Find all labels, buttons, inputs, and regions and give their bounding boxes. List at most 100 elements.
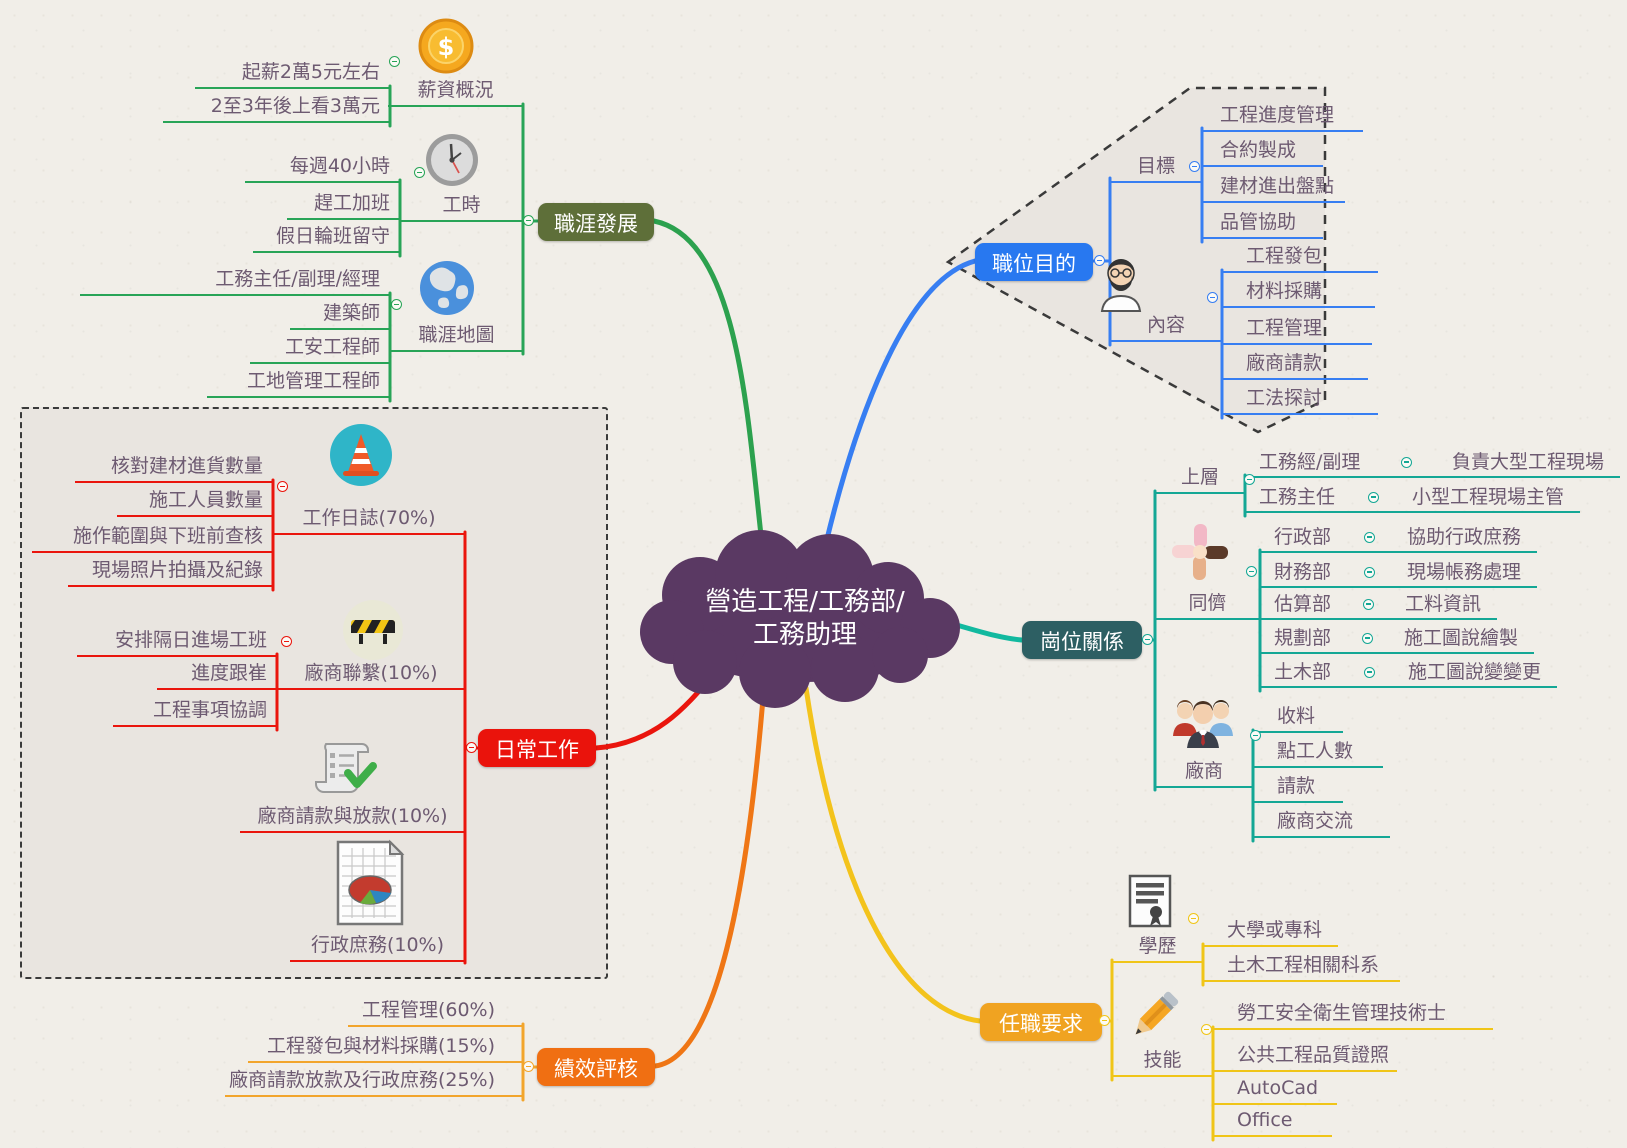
clock-icon (424, 132, 480, 192)
topic-vendor-billing[interactable]: 廠商請款與放款(10%) (240, 803, 465, 833)
collapse-icon[interactable] (1400, 456, 1412, 468)
collapse-icon[interactable] (1250, 730, 1261, 741)
mindmap-node[interactable]: 收料 (1253, 703, 1343, 733)
collapse-icon[interactable] (1363, 566, 1375, 578)
mindmap-node[interactable]: 勞工安全衛生管理技術士 (1213, 1000, 1493, 1030)
mindmap-node[interactable]: 大學或專科 (1203, 917, 1338, 947)
mindmap-node[interactable]: 材料採購 (1222, 278, 1375, 308)
dept-label: 財務部 (1274, 560, 1332, 583)
mindmap-node[interactable]: 工程發包 (1222, 243, 1378, 273)
desc-label: 工料資訊 (1404, 592, 1481, 615)
mindmap-node[interactable]: 假日輪班留守 (253, 223, 400, 253)
mindmap-node[interactable]: 土木工程相關科系 (1203, 952, 1400, 982)
mindmap-node[interactable]: 請款 (1253, 773, 1343, 803)
collapse-icon[interactable] (281, 636, 292, 647)
mindmap-node[interactable]: 工務主任/副理/經理 (80, 266, 390, 296)
mindmap-node[interactable]: 工程發包與材料採購(15%) (248, 1033, 523, 1063)
mindmap-node-pair[interactable]: 土木部 施工圖說變變更 (1260, 658, 1557, 688)
collapse-icon[interactable] (523, 215, 534, 226)
mindmap-node[interactable]: 合約製成 (1202, 137, 1323, 167)
collapse-icon[interactable] (523, 1061, 534, 1072)
collapse-icon[interactable] (466, 742, 477, 753)
mindmap-node[interactable]: 進度跟崔 (157, 660, 277, 690)
branch-label-requirements[interactable]: 任職要求 (980, 1003, 1102, 1041)
topic-vendors[interactable]: 廠商 (1155, 758, 1253, 788)
mindmap-node[interactable]: 工法探討 (1222, 385, 1378, 415)
mindmap-node[interactable]: 建材進出盤點 (1202, 173, 1345, 203)
topic-upper[interactable]: 上層 (1155, 464, 1245, 494)
mindmap-node[interactable]: 廠商請款 (1222, 350, 1368, 380)
mindmap-node[interactable]: 工安工程師 (250, 334, 390, 364)
daily-work-boundary (20, 407, 608, 979)
mindmap-node[interactable]: 品管協助 (1202, 209, 1323, 239)
mindmap-node[interactable]: 工程管理 (1222, 315, 1372, 345)
collapse-icon[interactable] (1142, 634, 1153, 645)
topic-peers[interactable]: 同儕 (1155, 590, 1260, 620)
collapse-icon[interactable] (1364, 666, 1375, 678)
mindmap-node[interactable]: 施作範圍與下班前查核 (32, 523, 273, 553)
mindmap-node[interactable]: 起薪2萬5元左右 (195, 59, 390, 89)
collapse-icon[interactable] (1244, 474, 1255, 485)
collapse-icon[interactable] (1188, 913, 1199, 924)
collapse-icon[interactable] (414, 167, 425, 178)
collapse-icon[interactable] (1246, 566, 1257, 577)
mindmap-node-pair[interactable]: 估算部 工料資訊 (1260, 590, 1497, 620)
collapse-icon[interactable] (1207, 292, 1218, 303)
mindmap-node[interactable]: 現場照片拍攝及紀錄 (68, 557, 273, 587)
center-topic[interactable]: 營造工程/工務部/ 工務助理 (668, 586, 942, 652)
mindmap-node-pair[interactable]: 規劃部 施工圖說繪製 (1260, 624, 1534, 654)
mindmap-node[interactable]: 施工人員數量 (117, 487, 273, 517)
branch-label-relations[interactable]: 崗位關係 (1022, 621, 1142, 659)
topic-work-log[interactable]: 工作日誌(70%) (273, 505, 465, 535)
topic-education[interactable]: 學歷 (1112, 933, 1203, 963)
mindmap-node[interactable]: 公共工程品質證照 (1213, 1042, 1397, 1072)
topic-vendor-contact[interactable]: 廠商聯繫(10%) (277, 660, 465, 690)
collapse-icon[interactable] (1099, 1015, 1110, 1026)
collapse-icon[interactable] (1201, 1024, 1212, 1035)
collapse-icon[interactable] (1094, 255, 1105, 266)
mindmap-node-pair[interactable]: 工務經/副理 負責大型工程現場 (1245, 448, 1620, 478)
collapse-icon[interactable] (1363, 531, 1375, 543)
topic-salary[interactable]: 薪資概況 (388, 77, 523, 107)
mindmap-node[interactable]: 點工人數 (1253, 738, 1383, 768)
mindmap-node[interactable]: 趕工加班 (287, 190, 400, 220)
collapse-icon[interactable] (389, 56, 400, 67)
globe-icon (417, 258, 477, 322)
mindmap-node[interactable]: 工地管理工程師 (207, 368, 390, 398)
topic-skills[interactable]: 技能 (1112, 1047, 1213, 1077)
mindmap-node[interactable]: 工程事項協調 (113, 697, 277, 727)
collapse-icon[interactable] (1362, 632, 1373, 644)
topic-hours[interactable]: 工時 (400, 192, 523, 222)
branch-label-career[interactable]: 職涯發展 (538, 203, 654, 241)
mindmap-node[interactable]: 廠商交流 (1253, 808, 1390, 838)
topic-goal[interactable]: 目標 (1110, 153, 1202, 183)
mindmap-node-pair[interactable]: 行政部 協助行政庶務 (1260, 523, 1537, 553)
branch-label-daily[interactable]: 日常工作 (478, 729, 596, 767)
mindmap-node[interactable]: 安排隔日進場工班 (77, 627, 277, 657)
mindmap-node[interactable]: 工程進度管理 (1202, 102, 1363, 132)
dept-label: 工務主任 (1259, 485, 1336, 508)
barrier-icon (341, 598, 405, 666)
mindmap-node[interactable]: 建築師 (290, 300, 390, 330)
center-cloud[interactable] (640, 530, 960, 708)
branch-label-evaluation[interactable]: 績效評核 (537, 1048, 655, 1086)
mindmap-node[interactable]: 核對建材進貨數量 (75, 453, 273, 483)
collapse-icon[interactable] (1368, 491, 1379, 503)
mindmap-node[interactable]: Office (1213, 1107, 1332, 1137)
topic-content[interactable]: 內容 (1110, 312, 1222, 342)
collapse-icon[interactable] (277, 481, 288, 492)
collapse-icon[interactable] (1362, 598, 1374, 610)
mindmap-node[interactable]: 每週40小時 (245, 153, 400, 183)
topic-career-map[interactable]: 職涯地圖 (390, 322, 523, 352)
mindmap-node[interactable]: 2至3年後上看3萬元 (163, 93, 390, 123)
desc-label: 施工圖說變變更 (1407, 660, 1541, 683)
mindmap-node-pair[interactable]: 財務部 現場帳務處理 (1260, 558, 1537, 588)
mindmap-node-pair[interactable]: 工務主任 小型工程現場主管 (1245, 483, 1580, 513)
topic-admin-affairs[interactable]: 行政庶務(10%) (290, 932, 465, 962)
mindmap-node[interactable]: 工程管理(60%) (348, 997, 523, 1027)
collapse-icon[interactable] (1189, 161, 1200, 172)
mindmap-node[interactable]: AutoCad (1213, 1075, 1337, 1105)
branch-label-purpose[interactable]: 職位目的 (975, 243, 1093, 281)
mindmap-node[interactable]: 廠商請款放款及行政庶務(25%) (225, 1067, 523, 1097)
collapse-icon[interactable] (391, 299, 402, 310)
